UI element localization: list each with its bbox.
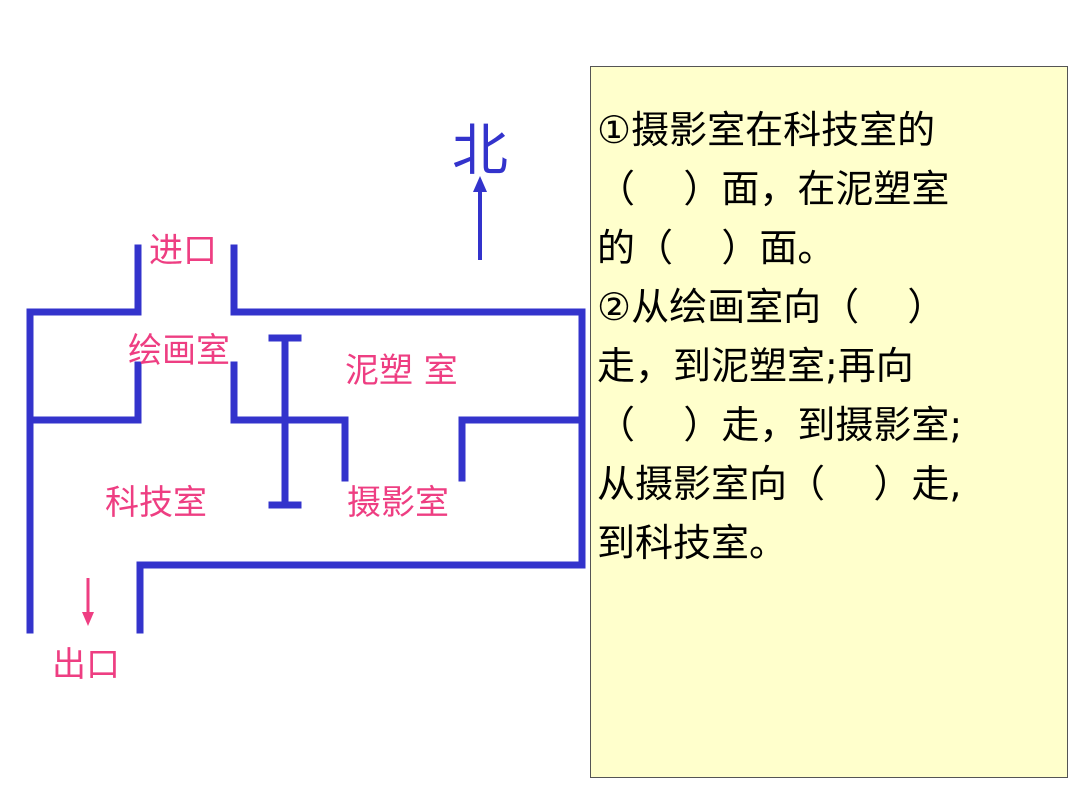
exit-label: 出口 — [52, 645, 120, 685]
question-line: 的（ ）面。 — [597, 226, 836, 270]
question-line: ①摄影室在科技室的 — [597, 108, 936, 152]
wall-top-left — [26, 244, 142, 634]
wall-photo-room-west — [230, 361, 349, 482]
wall-painting-room-south — [26, 361, 142, 424]
question-line: ②从绘画室向（ ） — [597, 285, 946, 329]
tech-room-label: 科技室 — [105, 483, 207, 523]
wall-photo-room-east — [458, 416, 586, 482]
question-line: 到科技室。 — [597, 521, 788, 565]
question-panel: ①摄影室在科技室的 （ ）面，在泥塑室 的（ ）面。 ②从绘画室向（ ） 走，到… — [590, 66, 1068, 778]
photo-room-label: 摄影室 — [347, 483, 449, 523]
question-line: （ ）面，在泥塑室 — [597, 167, 950, 211]
north-arrow-icon — [473, 176, 487, 260]
question-line: 从摄影室向（ ）走, — [597, 462, 962, 506]
exit-arrow-icon — [82, 578, 94, 626]
floor-plan-diagram: 北 进口 绘画室 泥塑 室 科技室 摄影室 出口 — [26, 119, 586, 685]
wall-top-right — [136, 244, 586, 634]
painting-room-label: 绘画室 — [128, 331, 230, 371]
clay-room-label: 泥塑 室 — [345, 351, 458, 391]
question-line: （ ）走，到摄影室; — [597, 403, 963, 447]
entrance-label: 进口 — [149, 231, 217, 271]
question-line: 走，到泥塑室;再向 — [597, 344, 914, 388]
north-label: 北 — [452, 119, 508, 184]
